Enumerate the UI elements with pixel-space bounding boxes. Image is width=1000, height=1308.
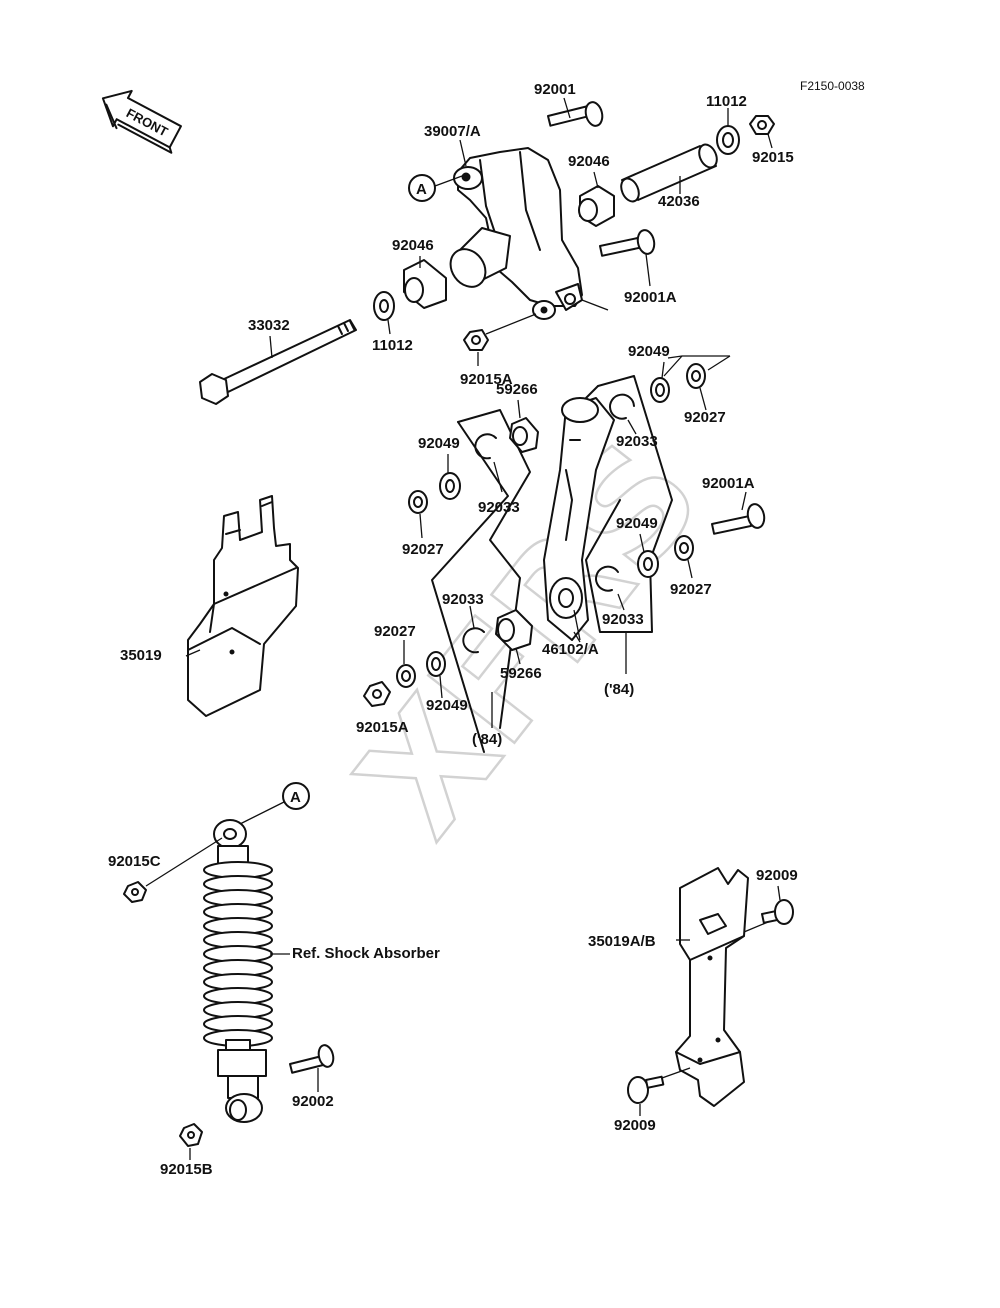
bracket-35019AB — [675, 867, 769, 1107]
callout-a-lower: A — [235, 782, 310, 827]
nut-92015C — [123, 837, 223, 903]
bolt-92002 — [288, 1044, 335, 1092]
bolt-92001A-right — [711, 491, 766, 535]
bearing-11012-left — [373, 291, 395, 335]
label-46102A: 46102/A — [542, 641, 599, 658]
label-92049-low: 92049 — [426, 697, 468, 714]
circlip-92033-right-bottom — [595, 565, 625, 611]
screw-92009-top — [761, 885, 794, 925]
spacer-59266-top — [509, 399, 539, 453]
drawing-code: F2150-0038 — [800, 79, 865, 93]
circlip-92033-right-top — [609, 393, 637, 435]
label-92015B: 92015B — [160, 1161, 213, 1178]
label-92001A-top: 92001A — [624, 289, 677, 306]
label-11012-top: 11012 — [706, 93, 747, 110]
label-92033-right-bottom: 92033 — [602, 611, 644, 628]
leader-39007A — [459, 139, 467, 167]
label-42036: 42036 — [658, 193, 700, 210]
link-plate-left-outline — [431, 409, 531, 753]
washer-92027-left — [408, 490, 428, 539]
label-35019: 35019 — [120, 647, 162, 664]
washer-92049-top — [650, 361, 670, 403]
circlip-92033-left-bottom — [462, 605, 485, 654]
shock-lower-body — [217, 1049, 267, 1123]
label-92015A-top: 92015A — [460, 371, 513, 388]
nut-92015A-low — [363, 681, 391, 707]
sleeve-92046-left — [403, 256, 447, 309]
circlip-92033-left-top — [474, 433, 503, 493]
label-92046-left: 92046 — [392, 237, 434, 254]
label-92027-left: 92027 — [402, 541, 444, 558]
tube-42036 — [620, 143, 718, 203]
label-92033-left-bottom: 92033 — [442, 591, 484, 608]
bolt-92001 — [547, 97, 604, 127]
label-84-left: ('84) — [472, 731, 503, 748]
washer-92027-top — [663, 355, 731, 411]
front-arrow-icon: FRONT — [101, 89, 182, 154]
bearing-11012-top — [716, 108, 740, 155]
label-92049-top: 92049 — [628, 343, 670, 360]
label-92033-right-top: 92033 — [616, 433, 658, 450]
label-84-right: ('84) — [604, 681, 635, 698]
label-11012-left: 11012 — [372, 337, 413, 354]
sleeve-92046-top — [578, 171, 615, 227]
label-92015: 92015 — [752, 149, 794, 166]
label-92002: 92002 — [292, 1093, 334, 1110]
washer-92027-low — [396, 640, 416, 688]
label-59266-top: 59266 — [496, 381, 538, 398]
label-92046-top: 92046 — [568, 153, 610, 170]
label-92033-left-top: 92033 — [478, 499, 520, 516]
label-92015C: 92015C — [108, 853, 161, 870]
label-92049-right: 92049 — [616, 515, 658, 532]
washer-92027-right — [674, 535, 694, 579]
nut-92015A-top — [463, 313, 537, 366]
washer-92049-low — [426, 651, 446, 699]
rocker-arm — [449, 147, 583, 320]
label-92049-left: 92049 — [418, 435, 460, 452]
label-92001A-right: 92001A — [702, 475, 755, 492]
label-92015A-low: 92015A — [356, 719, 409, 736]
label-33032: 33032 — [248, 317, 290, 334]
washer-92049-right — [637, 533, 659, 578]
label-ref-shock-absorber: Ref. Shock Absorber — [292, 945, 440, 962]
callout-a-top: A — [408, 174, 463, 202]
label-92027-right: 92027 — [670, 581, 712, 598]
label-92027-top: 92027 — [684, 409, 726, 426]
shock-absorber — [213, 819, 249, 871]
nut-92015 — [749, 115, 775, 149]
bolt-33032 — [199, 319, 357, 405]
label-39007A: 39007/A — [424, 123, 481, 140]
shock-spring-coils — [203, 861, 273, 1053]
nut-92015B — [179, 1123, 203, 1160]
screw-92009-bottom — [627, 1067, 691, 1116]
svg-text:A: A — [416, 181, 427, 198]
svg-text:A: A — [290, 789, 301, 806]
label-92027-low: 92027 — [374, 623, 416, 640]
spacer-59266-low — [495, 609, 533, 665]
label-92009-bottom: 92009 — [614, 1117, 656, 1134]
label-92001: 92001 — [534, 81, 576, 98]
washer-92049-left — [439, 454, 461, 500]
guard-plate-35019 — [185, 495, 299, 717]
leader-46102A — [573, 609, 581, 641]
label-59266-low: 59266 — [500, 665, 542, 682]
bolt-92001A-top — [581, 229, 656, 311]
label-35019AB: 35019A/B — [588, 933, 656, 950]
label-92009-top: 92009 — [756, 867, 798, 884]
tie-rod-46102A — [543, 397, 615, 643]
